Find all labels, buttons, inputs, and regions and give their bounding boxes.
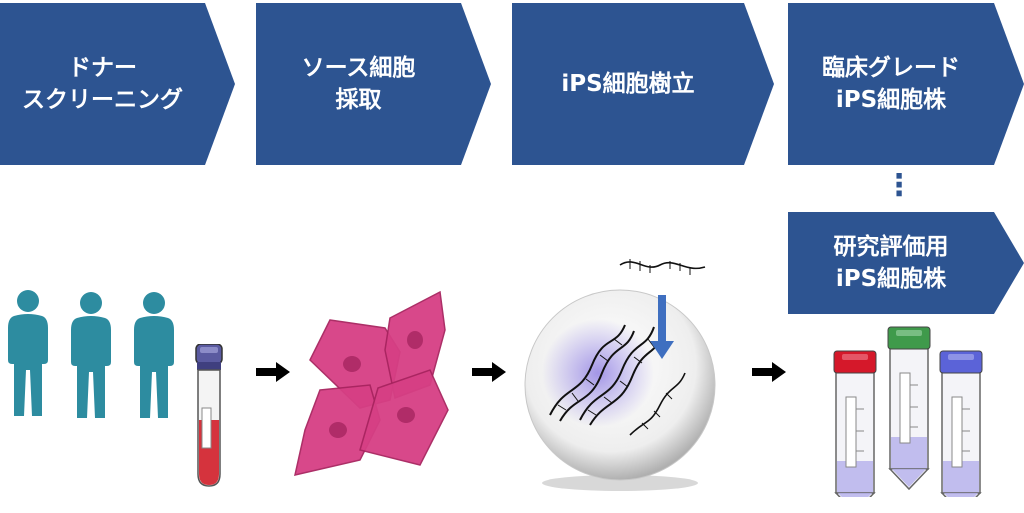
cryovial-set [833,326,983,497]
chevron-shape [788,3,1024,165]
step-research-ips: 研究評価用 iPS細胞株 [788,212,1024,314]
step-label-line1: ソース細胞 [301,55,416,81]
cryovial-icon [889,346,929,490]
step-label-line2: スクリーニング [22,87,183,113]
step-label-line1: 研究評価用 [833,234,949,260]
person-silhouette-icon [8,290,48,416]
person-silhouette-icon [134,292,174,418]
step-source-cell-collection: ソース細胞 採取 [256,3,491,165]
step-ips-establishment: iPS細胞樹立 [512,3,774,165]
blood-collection-tube-icon [195,344,223,487]
donors-group [8,290,174,418]
flow-arrow-icon [752,362,786,382]
cryovial-icon [835,370,875,497]
chevron-shape [512,3,774,165]
step-label-line1: 臨床グレード [822,55,960,81]
flow-arrow-icon [472,362,506,382]
step-donor-screening: ドナー スクリーニング [0,3,235,165]
person-silhouette-icon [71,292,111,418]
step-label-line2: 採取 [335,87,382,113]
chevron-shape [0,3,235,165]
cryovial-icon [941,370,981,497]
step-clinical-grade-ips: 臨床グレード iPS細胞株 [788,3,1024,165]
flow-arrow-icon [256,362,290,382]
step-label-line1: iPS細胞樹立 [561,71,695,97]
chevron-shape [256,3,491,165]
cell-with-dna-icon [524,259,716,491]
fibroblast-cells-icon [294,290,449,476]
step-label-line2: iPS細胞株 [835,87,947,113]
vertical-ellipsis: ⋮ [884,168,914,203]
step-label-line1: ドナー [68,55,137,81]
step-label-line2: iPS細胞株 [835,266,947,292]
chevron-shape [788,212,1024,314]
